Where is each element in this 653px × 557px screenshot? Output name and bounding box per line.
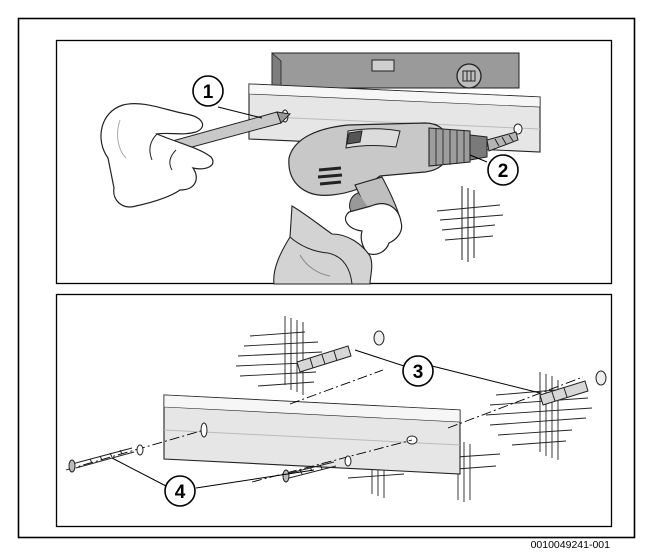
- wall-plug-upper-left: [296, 345, 352, 373]
- wall-hatch-right: [485, 372, 593, 460]
- callout-1: 1: [192, 75, 263, 119]
- wall-hole-upper-left: [373, 330, 385, 346]
- power-drill: [288, 122, 519, 226]
- mounting-rail-bottom: [163, 394, 461, 475]
- callout-2-label: 2: [498, 161, 509, 182]
- rail-slot-left-bottom: [200, 422, 208, 438]
- wall-hole-upper-right: [595, 370, 607, 386]
- screw-right: [282, 455, 352, 483]
- left-hand: [100, 103, 214, 208]
- wall-hatch-top: [436, 186, 504, 262]
- top-panel: 1 2: [55, 39, 613, 285]
- callout-1-label: 1: [203, 82, 214, 103]
- screw-left: [68, 444, 144, 473]
- callout-3: 3: [354, 349, 541, 394]
- figure-code: 0010049241-001: [531, 539, 611, 551]
- right-hand: [273, 203, 403, 285]
- level-vial-icon: [456, 63, 482, 89]
- level-bubble-window: [371, 59, 395, 72]
- callout-4: 4: [111, 457, 315, 507]
- wall-plug-upper-right: [539, 380, 589, 406]
- spirit-level: [271, 52, 520, 89]
- callout-4-label: 4: [175, 482, 186, 503]
- callout-3-label: 3: [413, 362, 424, 383]
- bottom-panel: 3 4: [55, 293, 613, 528]
- callout-2: 2: [469, 154, 519, 186]
